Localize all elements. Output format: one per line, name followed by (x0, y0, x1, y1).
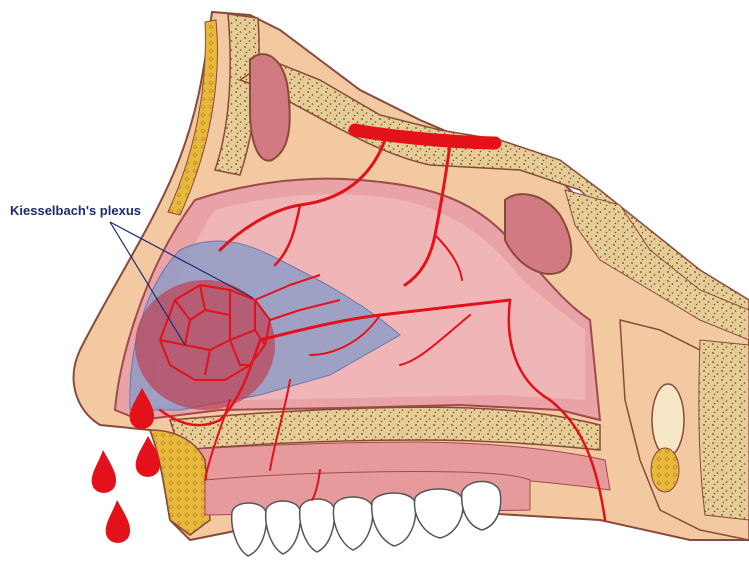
tooth (462, 482, 501, 531)
blood-drop (92, 450, 116, 493)
cervical-bone (699, 340, 749, 520)
tooth (372, 493, 416, 546)
tooth (300, 499, 335, 552)
blood-drop (106, 500, 130, 543)
frontal-sinus (250, 54, 290, 161)
tooth (415, 489, 463, 538)
adenoid-tissue (652, 384, 684, 456)
tooth (333, 497, 372, 550)
pharynx-fat (651, 448, 679, 492)
kiesselbach-plexus-label: Kiesselbach's plexus (10, 203, 141, 218)
tooth (266, 501, 301, 554)
tooth (232, 503, 267, 556)
